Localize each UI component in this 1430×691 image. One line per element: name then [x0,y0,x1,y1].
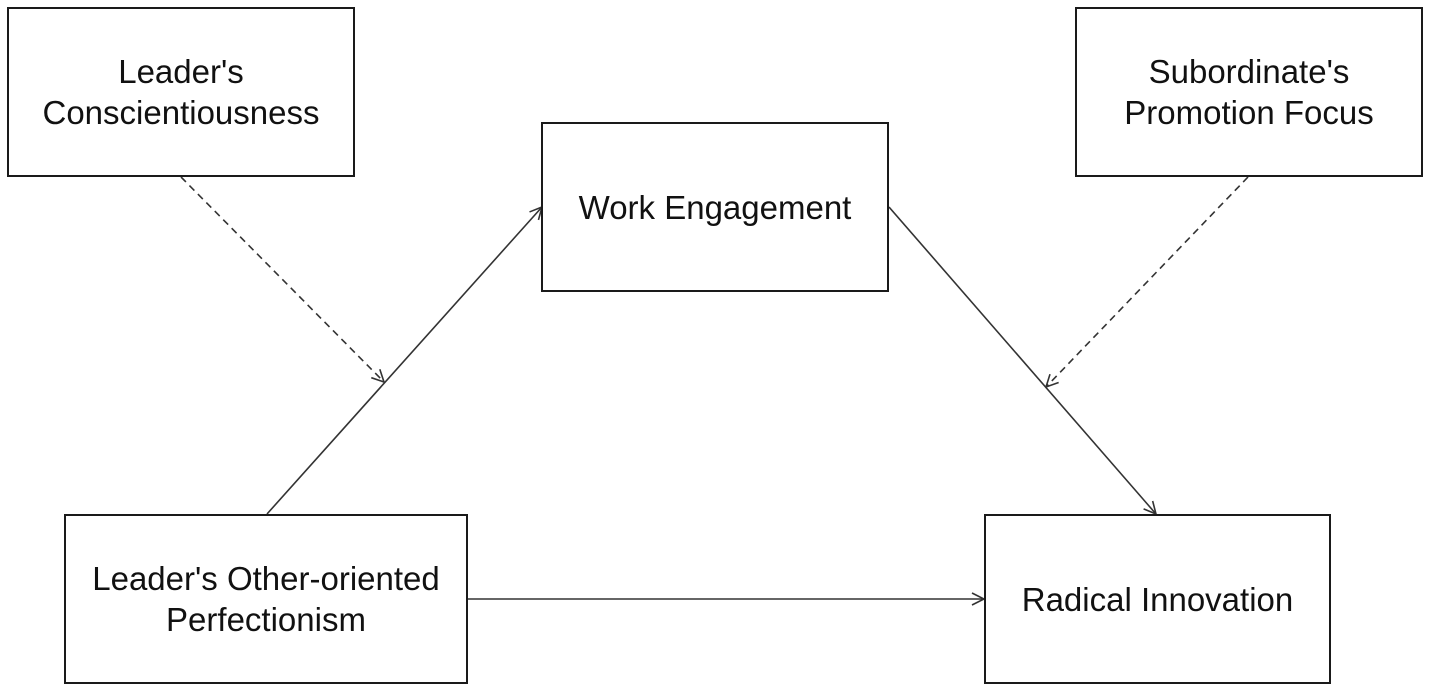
edge-perfectionism-to-work-engagement [266,207,542,515]
node-label-line: Conscientiousness [42,94,320,131]
edge-conscientiousness-moderator [180,176,384,382]
node-radical-innovation: Radical Innovation [984,514,1331,684]
node-label-line: Radical Innovation [1021,580,1294,618]
node-leaders-other-oriented-perfectionism: Leader's Other-oriented Perfectionism [64,514,468,684]
node-work-engagement: Work Engagement [541,122,889,292]
node-label-line: Work Engagement [578,188,852,226]
edge-work-engagement-to-radical-innovation [888,206,1156,514]
edge-promotion-focus-moderator [1046,176,1249,387]
node-label-line: Leader's [118,53,244,90]
node-label-line: Leader's Other-oriented [92,560,440,597]
node-leaders-conscientiousness: Leader's Conscientiousness [7,7,355,177]
node-label-line: Subordinate's [1148,53,1350,90]
node-label-line: Promotion Focus [1124,94,1374,131]
node-subordinates-promotion-focus: Subordinate's Promotion Focus [1075,7,1423,177]
node-label-line: Perfectionism [166,601,366,638]
